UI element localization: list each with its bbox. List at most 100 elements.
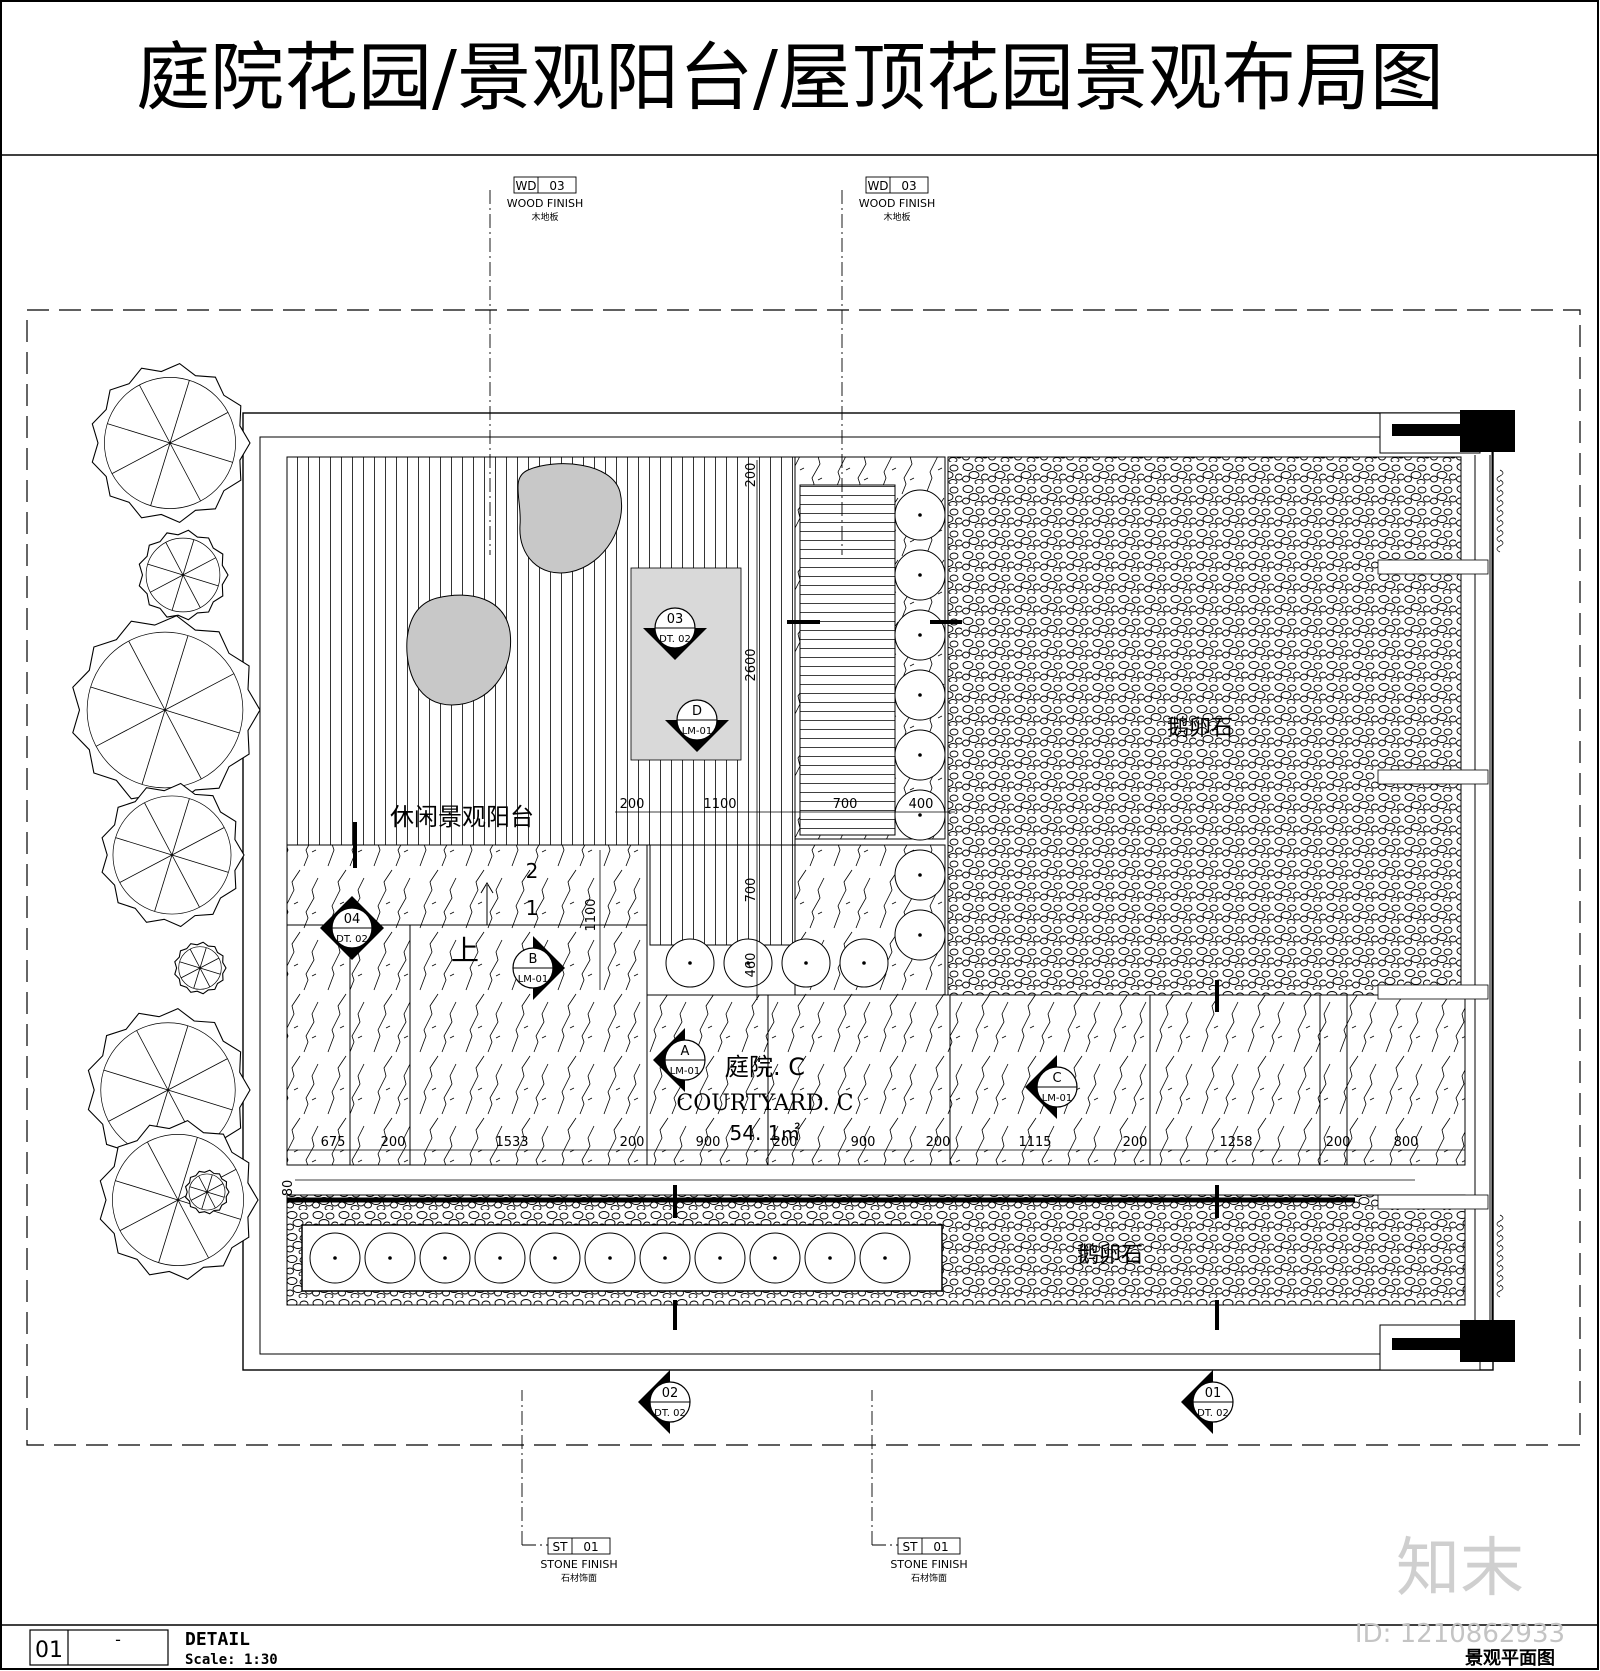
tree-branch — [139, 384, 171, 444]
tree-branch — [111, 442, 171, 474]
marker-ref: DT. 02 — [654, 1408, 686, 1419]
pebble-bed-main — [947, 456, 1462, 996]
tree-inner-ring — [112, 1134, 244, 1266]
tree-symbol — [174, 941, 227, 995]
wall-segment — [1392, 1338, 1462, 1350]
section-marker: DLM-01 — [665, 699, 729, 752]
structural-column — [1460, 410, 1515, 452]
marker-ref: DT. 02 — [1197, 1408, 1229, 1419]
mullion — [1377, 984, 1489, 1000]
detail-dash: - — [115, 1630, 121, 1649]
shrub-center — [718, 1256, 722, 1260]
shrub-center — [553, 1256, 557, 1260]
tree-branch — [144, 802, 173, 856]
marker-id: 01 — [1205, 1386, 1222, 1401]
tag-material-en: STONE FINISH — [540, 1558, 617, 1571]
tree-branch — [167, 1089, 233, 1111]
tree-branch — [199, 947, 207, 969]
marker-id: D — [692, 704, 702, 719]
shrub-center — [918, 513, 922, 517]
tree-branch — [171, 854, 200, 908]
stair-up-label: 上 — [451, 934, 479, 967]
pebble-label-strip: 鹅卵石 — [1077, 1243, 1143, 1268]
tag-material-cn: 木地板 — [883, 211, 910, 223]
tree-branch — [198, 1175, 208, 1193]
vent-mark — [1496, 1214, 1504, 1228]
tag-box — [513, 176, 577, 194]
wall-segment — [1392, 424, 1462, 436]
dimension-value: 1115 — [1018, 1135, 1051, 1150]
tag-number: 01 — [583, 1540, 598, 1554]
shrub-center — [333, 1256, 337, 1260]
vent-mark — [1496, 529, 1504, 543]
vent-mark — [1496, 1284, 1504, 1298]
tag-material-en: WOOD FINISH — [859, 197, 935, 210]
tag-number: 01 — [933, 1540, 948, 1554]
tag-code: WD — [515, 179, 536, 193]
marker-ref: LM-01 — [518, 974, 549, 985]
marker-id: 02 — [662, 1386, 679, 1401]
tree-branch — [167, 1025, 189, 1091]
tree-branch — [182, 539, 195, 576]
marker-ref: DT. 02 — [659, 634, 691, 645]
section-marker: B LM-01 — [512, 936, 565, 1000]
tree-branch — [199, 957, 220, 969]
facade-vents — [1377, 469, 1504, 1298]
stone-paving-west — [286, 844, 648, 1166]
tree-inner-ring — [86, 631, 244, 789]
vent-mark — [1496, 1254, 1504, 1268]
tree-branch — [115, 1180, 179, 1201]
vent-mark — [1496, 479, 1504, 493]
mullion — [1377, 769, 1489, 785]
tag-box — [865, 176, 929, 194]
tree-branch — [179, 961, 201, 969]
dimension-value: 1100 — [703, 797, 736, 812]
vent-mark — [1496, 539, 1504, 553]
structural-column — [1460, 1320, 1515, 1362]
brand-watermark: 知末 — [1396, 1532, 1524, 1606]
tree-branch — [119, 854, 173, 883]
tree-branch — [169, 442, 201, 502]
shrub-center — [918, 873, 922, 877]
tag-material-cn: 木地板 — [531, 211, 558, 223]
tag-code: ST — [553, 1540, 569, 1554]
tag-material-en: WOOD FINISH — [507, 197, 583, 210]
marker-id: B — [529, 952, 538, 967]
shrub-center — [773, 1256, 777, 1260]
tree-symbol — [184, 1169, 230, 1215]
mullion — [1377, 1194, 1489, 1210]
vent-mark — [1496, 1244, 1504, 1258]
tag-material-cn: 石材饰面 — [911, 1572, 947, 1584]
tree-branch — [141, 709, 166, 785]
tree-branch — [171, 827, 225, 856]
tree-branch — [164, 709, 240, 734]
tag-code: ST — [903, 1540, 919, 1554]
section-marker: ALM-01 — [653, 1028, 706, 1092]
tree-branch — [169, 380, 190, 444]
tree-branch — [169, 442, 233, 463]
tree-branch — [154, 854, 173, 912]
wood-path-horizontal — [799, 484, 896, 836]
tree-branch — [182, 574, 201, 608]
tag-material-en: STONE FINISH — [890, 1558, 967, 1571]
tree-branch — [182, 557, 216, 576]
tree-branch — [107, 423, 171, 444]
shrub-center — [918, 573, 922, 577]
vent-mark — [1496, 1234, 1504, 1248]
shrub-center — [388, 1256, 392, 1260]
shrub-center — [918, 693, 922, 697]
tree-symbol — [101, 782, 245, 928]
tag-number: 03 — [901, 179, 916, 193]
marker-id: 03 — [667, 612, 684, 627]
shrub-center — [746, 961, 750, 965]
dimension-value: 200 — [773, 1135, 798, 1150]
balcony-label: 休闲景观阳台 — [390, 803, 534, 831]
tree-symbol — [138, 529, 229, 621]
step-label-1: 1 — [526, 896, 539, 920]
plan-name: 景观平面图 — [1465, 1648, 1555, 1669]
vent-mark — [1496, 509, 1504, 523]
